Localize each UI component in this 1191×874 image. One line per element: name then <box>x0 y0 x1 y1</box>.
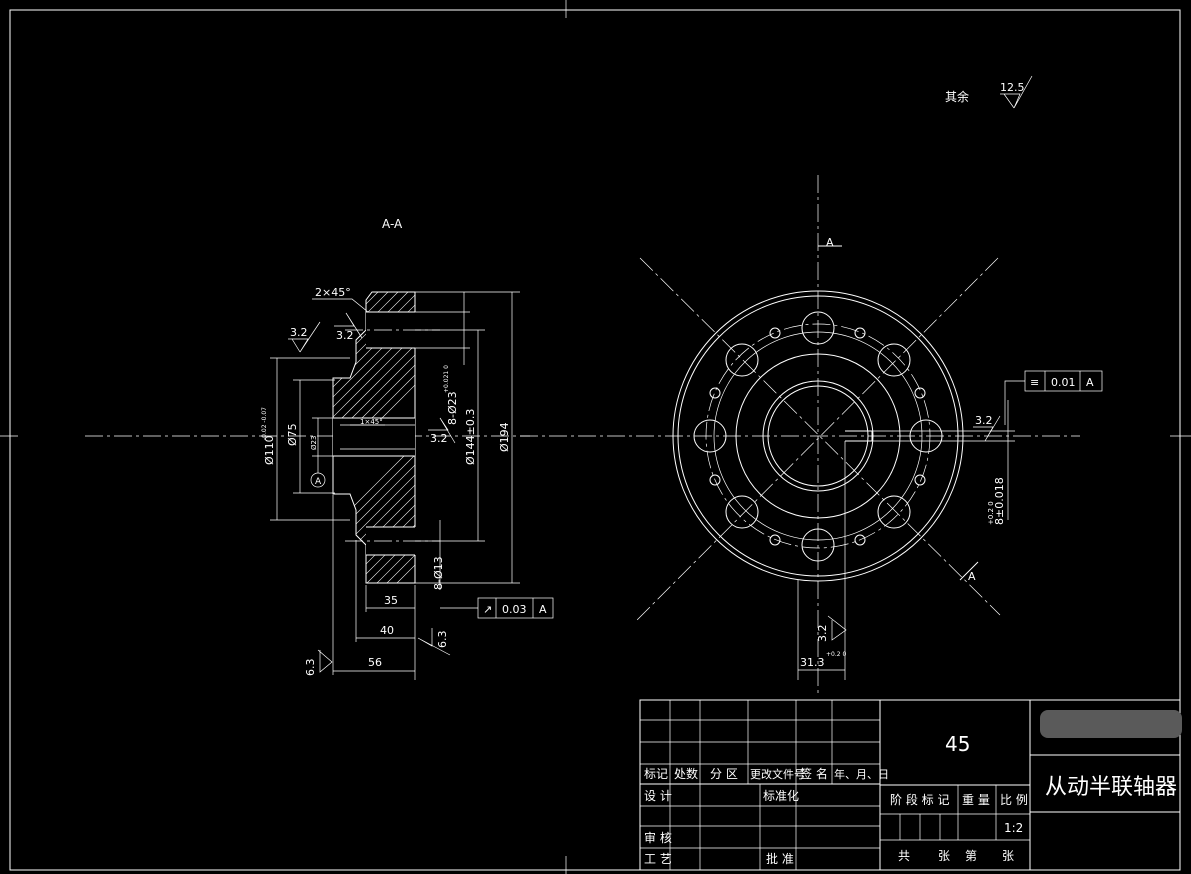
sheet-no: 第 <box>965 849 977 863</box>
roughness-note-label: 其余 <box>945 89 969 104</box>
svg-text:↗: ↗ <box>483 603 492 616</box>
section-view: A-A <box>85 217 554 680</box>
dim-holes: 8-Ø23 <box>446 391 459 425</box>
col-header: 签 名 <box>800 766 828 781</box>
svg-text:A: A <box>1086 376 1094 389</box>
dim-len35: 35 <box>384 594 398 607</box>
standardization-label: 标准化 <box>763 789 799 803</box>
design-label: 设 计 <box>644 789 672 803</box>
roughness-symbol: 3.2 <box>288 321 321 353</box>
col-header: 更改文件号 <box>750 767 805 781</box>
redacted-company-name <box>1040 710 1182 738</box>
col-header: 处数 <box>674 766 698 781</box>
section-outline <box>332 291 416 584</box>
dim-pcd: Ø144±0.3 <box>464 409 477 465</box>
keyway-width: 8±0.018 <box>993 477 1006 525</box>
flange-holes <box>693 311 943 562</box>
approve-label: 批 准 <box>766 851 794 866</box>
section-mark-bottom: A <box>968 570 976 583</box>
dim-bolt-holes: 8-Ø13 <box>432 556 445 590</box>
roughness-note-value: 12.5 <box>1000 81 1025 94</box>
sheet-unit2: 张 <box>1002 849 1014 863</box>
dim-bore: Ø23 <box>310 436 318 450</box>
dim-d75: Ø75 <box>286 423 299 446</box>
process-label: 工 艺 <box>644 852 672 866</box>
roughness-symbol: 6.3 <box>417 628 451 656</box>
bolt-holes <box>709 327 926 546</box>
keyway-width-tol: +0.2 0 <box>987 501 995 525</box>
svg-text:≡: ≡ <box>1030 376 1039 389</box>
col-header: 分 区 <box>710 767 738 781</box>
small-chamfer-label: 1×45° <box>360 418 383 426</box>
review-label: 审 核 <box>644 830 672 845</box>
part-name: 从动半联轴器 <box>1045 775 1177 800</box>
chamfer-label: 2×45° <box>315 286 351 299</box>
title-block: 标记 处数 分 区 更改文件号 签 名 年、月、日 设 计 标准化 审 核 工 … <box>639 699 1182 871</box>
weight-label: 重 量 <box>962 793 990 807</box>
svg-text:A: A <box>315 477 322 487</box>
svg-text:3.2: 3.2 <box>816 625 829 643</box>
sheets-total: 共 <box>898 849 910 863</box>
svg-text:3.2: 3.2 <box>975 414 993 427</box>
symmetry-tolerance-frame: ≡ 0.01 A <box>1004 370 1103 425</box>
stage-mark-label: 阶 段 标 记 <box>890 792 949 807</box>
datum-a-marker: A <box>310 456 326 488</box>
svg-text:A: A <box>539 603 547 616</box>
dim-od: Ø194 <box>498 422 511 452</box>
material: 45 <box>945 732 970 756</box>
dim-len40: 40 <box>380 624 394 637</box>
roughness-symbol: 3.2 <box>816 615 847 643</box>
section-mark-top: A <box>826 236 834 249</box>
col-header: 年、月、日 <box>834 767 889 781</box>
runout-tolerance-frame: ↗ 0.03 A <box>440 597 554 619</box>
keyway-depth: 31.3 <box>800 656 825 669</box>
svg-text:0.03: 0.03 <box>502 603 527 616</box>
dim-d110-tol: -0.02 -0.07 <box>261 407 268 440</box>
svg-text:6.3: 6.3 <box>436 631 449 649</box>
roughness-symbol: 3.2 <box>973 414 1001 442</box>
scale-value: 1:2 <box>1004 821 1023 835</box>
roughness-symbol: 3.2 <box>334 312 363 342</box>
svg-text:0.01: 0.01 <box>1051 376 1076 389</box>
svg-text:3.2: 3.2 <box>290 326 308 339</box>
svg-text:3.2: 3.2 <box>430 432 448 445</box>
dim-holes-tol: +0.021 0 <box>443 365 450 393</box>
scale-label: 比 例 <box>1000 793 1028 807</box>
roughness-symbol: 3.2 <box>428 417 456 445</box>
roughness-note: 其余 12.5 <box>945 75 1033 109</box>
front-view: A A ≡ 0.01 A 3.2 8±0.018 +0.2 0 31.3 +0.… <box>520 175 1103 695</box>
section-label: A-A <box>382 217 403 231</box>
roughness-symbol: 6.3 <box>304 649 333 677</box>
dim-len56: 56 <box>368 656 382 669</box>
dim-d110: Ø110 <box>263 435 276 465</box>
svg-text:3.2: 3.2 <box>336 329 354 342</box>
keyway-depth-tol: +0.2 0 <box>826 651 846 658</box>
col-header: 标记 <box>644 767 668 781</box>
sheets-unit: 张 <box>938 849 950 863</box>
svg-text:6.3: 6.3 <box>304 659 317 677</box>
